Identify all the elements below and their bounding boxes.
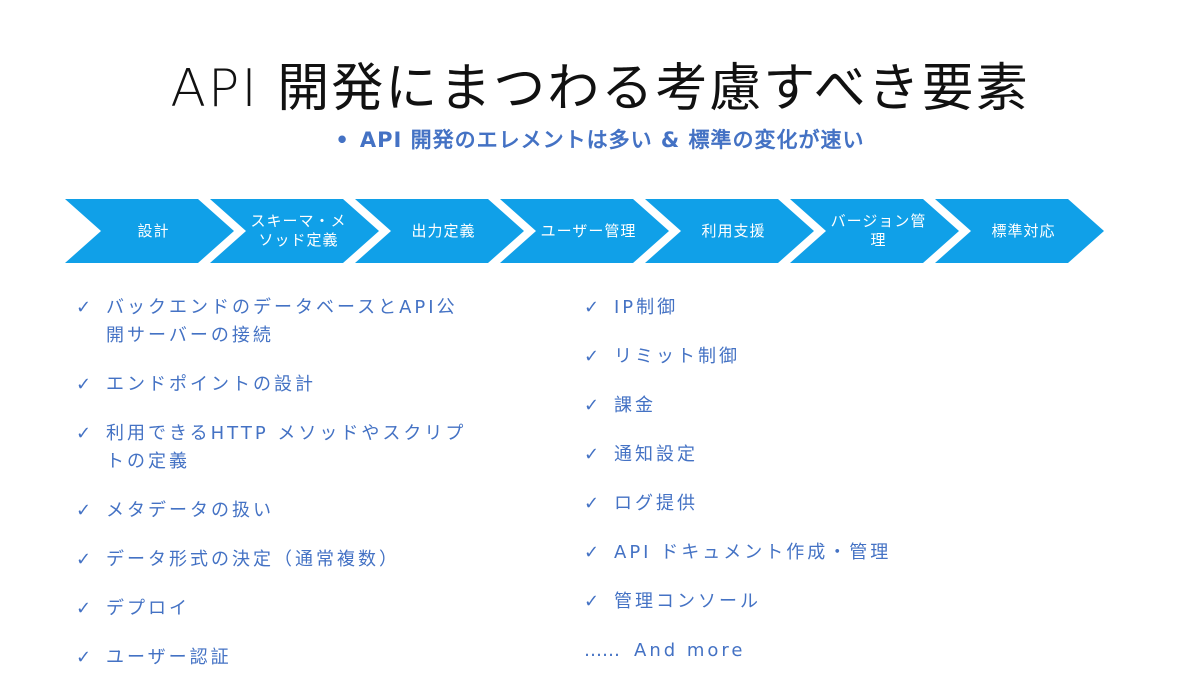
slide-subtitle-text: API 開発のエレメントは多い & 標準の変化が速い xyxy=(359,128,865,152)
checklist-item: ✓ API ドキュメント作成・管理 xyxy=(584,539,1144,567)
check-icon: ✓ xyxy=(76,500,95,521)
checklist-item-text: リミット制御 xyxy=(614,346,740,367)
checklist-item-text: API ドキュメント作成・管理 xyxy=(614,542,892,563)
check-icon: ✓ xyxy=(76,647,95,668)
checklist-right: ✓ IP制御 ✓ リミット制御 ✓ 課金 ✓ 通知設定 ✓ ログ提供 ✓ API ドキュメン… xyxy=(584,294,1144,675)
checklist-item-text: バックエンドのデータベースとAPI公開サーバーの接続 xyxy=(106,297,458,346)
checklist-item: ✓ データ形式の決定（通常複数） xyxy=(76,546,546,574)
process-step-label: スキーマ・メソッド定義 xyxy=(250,212,347,249)
checklist-item: ✓ ユーザー認証 xyxy=(76,644,546,672)
checklist-item-text: エンドポイントの設計 xyxy=(106,374,316,395)
checklist-item: ✓ 課金 xyxy=(584,392,1144,420)
checklist-item-text: IP制御 xyxy=(614,297,679,318)
process-step-3: 出力定義 xyxy=(355,199,524,263)
checklist-item: ✓ 利用できるHTTP メソッドやスクリプトの定義 xyxy=(76,420,546,476)
check-icon: ✓ xyxy=(76,549,95,570)
process-step-1: 設計 xyxy=(65,199,234,263)
checklist-item-text: 管理コンソール xyxy=(614,591,761,612)
checklist-item-text: メタデータの扱い xyxy=(106,500,274,521)
checklist-item: ✓ バックエンドのデータベースとAPI公開サーバーの接続 xyxy=(76,294,546,350)
bullet-glyph: • xyxy=(335,128,350,152)
checklist-item-text: ユーザー認証 xyxy=(106,647,232,668)
checklist-item-more: …… And more xyxy=(584,637,1144,665)
checklist-item-text: ログ提供 xyxy=(614,493,698,514)
checklist-item-text: データ形式の決定（通常複数） xyxy=(106,549,400,570)
process-flow: 設計 スキーマ・メソッド定義 出力定義 ユーザー管理 利用支援 バージョン管理 … xyxy=(65,199,1104,263)
process-step-6: バージョン管理 xyxy=(790,199,959,263)
checklist-item: ✓ ログ提供 xyxy=(584,490,1144,518)
checklist-item-text: 利用できるHTTP メソッドやスクリプトの定義 xyxy=(106,423,467,472)
checklist-item: ✓ エンドポイントの設計 xyxy=(76,371,546,399)
checklist-left: ✓バックエンドのデータベースとAPI公開サーバーの接続 ✓エンドポイントの設計 … xyxy=(76,294,546,675)
check-icon: ✓ xyxy=(76,297,95,318)
checklist-item: ✓ IP制御 xyxy=(584,294,1144,322)
process-step-label: 標準対応 xyxy=(991,221,1056,240)
process-step-2: スキーマ・メソッド定義 xyxy=(210,199,379,263)
process-step-label: 設計 xyxy=(137,221,170,240)
check-icon: ✓ xyxy=(76,374,95,395)
checklist-item-text: デプロイ xyxy=(106,598,190,619)
check-icon: ✓ xyxy=(584,395,603,416)
checklist-item: ✓ 管理コンソール xyxy=(584,588,1144,616)
check-icon: ✓ xyxy=(584,493,603,514)
check-icon: ✓ xyxy=(76,598,95,619)
checklist-item: ✓ デプロイ xyxy=(76,595,546,623)
check-icon: ✓ xyxy=(584,297,603,318)
check-icon: ✓ xyxy=(584,444,603,465)
check-icon: ✓ xyxy=(76,423,95,444)
check-icon: ✓ xyxy=(584,542,603,563)
process-step-label: バージョン管理 xyxy=(830,212,927,249)
ellipsis-marker: …… xyxy=(584,640,620,661)
checklist-item: ✓ 通知設定 xyxy=(584,441,1144,469)
page-title: API 開発にまつわる考慮すべき要素 xyxy=(170,59,1030,119)
checklist-item: ✓ メタデータの扱い xyxy=(76,497,546,525)
checklist-item: ✓ リミット制御 xyxy=(584,343,1144,371)
process-step-7: 標準対応 xyxy=(935,199,1104,263)
checklist-item-text: 課金 xyxy=(614,395,656,416)
process-step-label: 出力定義 xyxy=(411,221,476,240)
checklist-item-text: 通知設定 xyxy=(614,444,698,465)
check-icon: ✓ xyxy=(584,591,603,612)
process-step-5: 利用支援 xyxy=(645,199,814,263)
process-step-4: ユーザー管理 xyxy=(500,199,669,263)
process-step-label: ユーザー管理 xyxy=(540,221,637,240)
process-step-label: 利用支援 xyxy=(701,221,766,240)
checklist-item-text: And more xyxy=(634,640,746,661)
check-icon: ✓ xyxy=(584,346,603,367)
slide-subtitle: • API 開発のエレメントは多い & 標準の変化が速い xyxy=(0,124,1200,154)
